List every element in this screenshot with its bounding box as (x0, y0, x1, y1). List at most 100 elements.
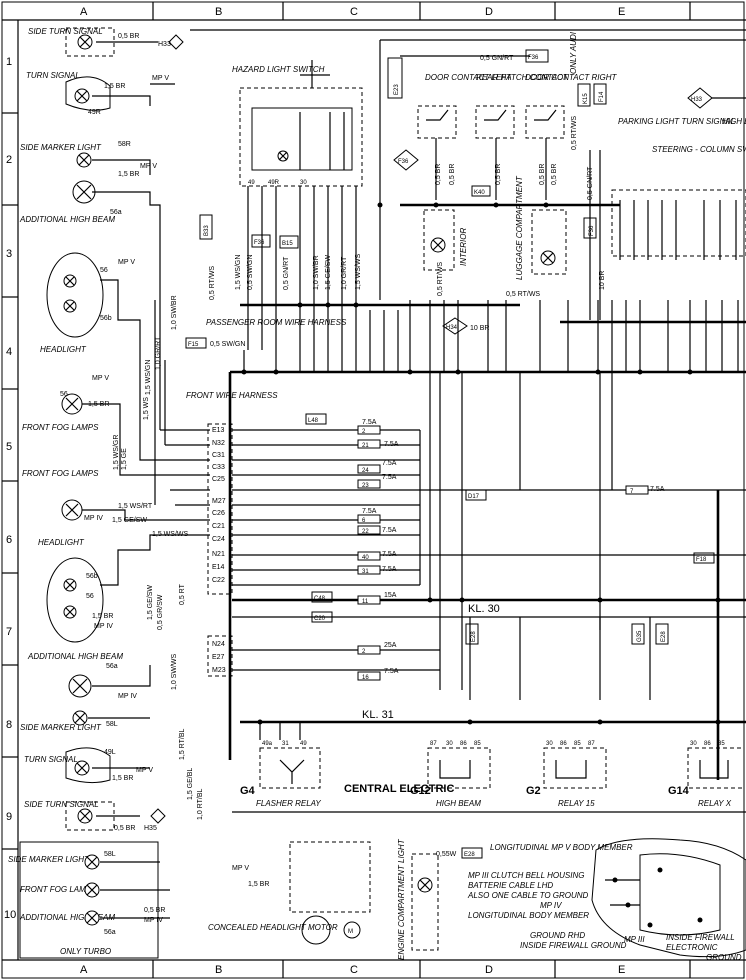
svg-text:MP V: MP V (140, 163, 157, 170)
svg-text:MP IV: MP IV (144, 917, 163, 924)
svg-text:MP V: MP V (232, 865, 249, 872)
svg-text:0,5 BR: 0,5 BR (539, 164, 546, 185)
row-1: 1 (6, 56, 12, 68)
svg-text:B15: B15 (282, 241, 293, 247)
side-marker-lamp (76, 152, 92, 168)
row-6: 6 (6, 534, 12, 546)
col-c-bottom: C (350, 964, 358, 976)
svg-text:F36: F36 (254, 240, 265, 246)
turn-signal-label: TURN SIGNAL (26, 71, 80, 80)
svg-text:1,5 WS/RT: 1,5 WS/RT (118, 503, 153, 510)
column-dividers (152, 2, 691, 978)
svg-text:56a: 56a (106, 663, 118, 670)
svg-text:1,5 WS/WS: 1,5 WS/WS (355, 253, 362, 290)
svg-text:C22: C22 (212, 577, 225, 584)
col-e-bottom: E (618, 964, 625, 976)
svg-text:C24: C24 (212, 536, 225, 543)
junction-dots (241, 202, 721, 725)
svg-text:22: 22 (362, 529, 369, 535)
kl30-label: KL. 30 (468, 603, 500, 615)
svg-text:7.5A: 7.5A (382, 460, 397, 467)
headlight-label-2: HEADLIGHT (38, 538, 85, 547)
svg-text:56: 56 (60, 391, 68, 398)
svg-text:MP IV: MP IV (118, 693, 137, 700)
svg-text:0,5 GN/RT: 0,5 GN/RT (587, 166, 594, 200)
svg-text:RELAY X: RELAY X (698, 799, 732, 808)
svg-text:56: 56 (100, 267, 108, 274)
svg-text:1,5 WS/WS: 1,5 WS/WS (152, 531, 189, 538)
svg-text:2: 2 (362, 429, 366, 435)
svg-text:58L: 58L (104, 851, 116, 858)
svg-text:1,5 BR: 1,5 BR (92, 613, 113, 620)
turn-signal-lamp (65, 76, 111, 111)
col-e: E (618, 6, 625, 18)
svg-text:D17: D17 (468, 494, 480, 500)
svg-text:DOOR CONTACT LEFT: DOOR CONTACT LEFT (425, 73, 512, 82)
svg-text:49: 49 (300, 741, 307, 747)
svg-text:1,5 RT/BL: 1,5 RT/BL (179, 729, 186, 760)
svg-text:7.5A: 7.5A (382, 474, 397, 481)
svg-text:7.5A: 7.5A (382, 527, 397, 534)
svg-text:1,0 GR/RT: 1,0 GR/RT (341, 256, 348, 290)
row-5: 5 (6, 441, 12, 453)
svg-text:7.5A: 7.5A (382, 551, 397, 558)
side-marker-lamp-2 (72, 710, 88, 726)
row-10: 10 (4, 909, 16, 921)
col-a: A (80, 6, 88, 18)
interior-lamp: INTERIOR 0,5 RT/WS (423, 209, 468, 296)
svg-text:FRONT WIRE HARNESS: FRONT WIRE HARNESS (186, 391, 278, 400)
svg-text:85: 85 (574, 741, 581, 747)
svg-text:58R: 58R (118, 141, 131, 148)
svg-text:MP IV: MP IV (84, 515, 103, 522)
svg-text:87: 87 (430, 741, 437, 747)
svg-text:MP V: MP V (92, 375, 109, 382)
svg-text:1,5 BR: 1,5 BR (118, 171, 139, 178)
front-fog-lamp-2 (61, 499, 83, 521)
svg-text:40: 40 (362, 555, 369, 561)
svg-text:0,5 GN/RT: 0,5 GN/RT (283, 256, 290, 290)
svg-text:11: 11 (362, 599, 369, 605)
svg-text:PASSENGER ROOM WIRE HARNESS: PASSENGER ROOM WIRE HARNESS (206, 318, 347, 327)
svg-text:0,5 BR: 0,5 BR (118, 33, 139, 40)
svg-text:INSIDE FIREWALL GROUND: INSIDE FIREWALL GROUND (520, 941, 627, 950)
svg-text:56b: 56b (86, 573, 98, 580)
svg-text:86: 86 (704, 741, 711, 747)
svg-text:LONGITUDINAL BODY MEMBER: LONGITUDINAL BODY MEMBER (468, 911, 589, 920)
svg-text:MP III: MP III (624, 935, 645, 944)
svg-text:85: 85 (718, 741, 725, 747)
svg-text:15A: 15A (384, 592, 397, 599)
svg-text:E13: E13 (212, 427, 225, 434)
ground-legend: LONGITUDINAL MP V BODY MEMBER MP III CLU… (467, 843, 742, 962)
side-turn-signal-label-2: SIDE TURN SIGNAL (24, 800, 99, 809)
front-fog-lamp (61, 393, 83, 415)
svg-text:GROUND: GROUND (706, 953, 742, 962)
svg-text:G12: G12 (410, 785, 431, 797)
svg-text:F36: F36 (528, 55, 539, 61)
svg-text:ALSO ONE CABLE TO GROUND: ALSO ONE CABLE TO GROUND (467, 891, 589, 900)
svg-text:0,55W: 0,55W (436, 851, 457, 858)
col-b: B (215, 6, 222, 18)
svg-text:49L: 49L (104, 749, 116, 756)
svg-text:7: 7 (630, 489, 634, 495)
svg-text:0,5 RT/WS: 0,5 RT/WS (506, 291, 540, 298)
svg-text:MP V: MP V (136, 767, 153, 774)
svg-text:K15: K15 (583, 93, 589, 104)
svg-text:0,5 BR: 0,5 BR (551, 164, 558, 185)
side-turn-signal-label: SIDE TURN SIGNAL (28, 27, 103, 36)
vertical-wire-codes-b: 1,5 WS 1,0 GR/RT 1,0 SW/BR 1,5 WS/GN 1,5… (113, 295, 204, 820)
h33-tag: H33 (158, 41, 171, 48)
svg-text:1,0 RT/BL: 1,0 RT/BL (197, 789, 204, 820)
svg-text:E27: E27 (212, 654, 225, 661)
row-8: 8 (6, 719, 12, 731)
kl31-label: KL. 31 (362, 709, 394, 721)
svg-text:0,5 BR: 0,5 BR (435, 164, 442, 185)
svg-text:INTERIOR: INTERIOR (459, 228, 468, 266)
left-labels: SIDE TURN SIGNAL TURN SIGNAL SIDE MARKER… (8, 27, 123, 956)
svg-text:M27: M27 (212, 498, 226, 505)
svg-text:7.5A: 7.5A (384, 668, 399, 675)
svg-text:2: 2 (362, 649, 366, 655)
svg-text:1,5 BR: 1,5 BR (88, 401, 109, 408)
svg-text:STEERING - COLUMN SWITCH: STEERING - COLUMN SWITCH (652, 145, 746, 154)
